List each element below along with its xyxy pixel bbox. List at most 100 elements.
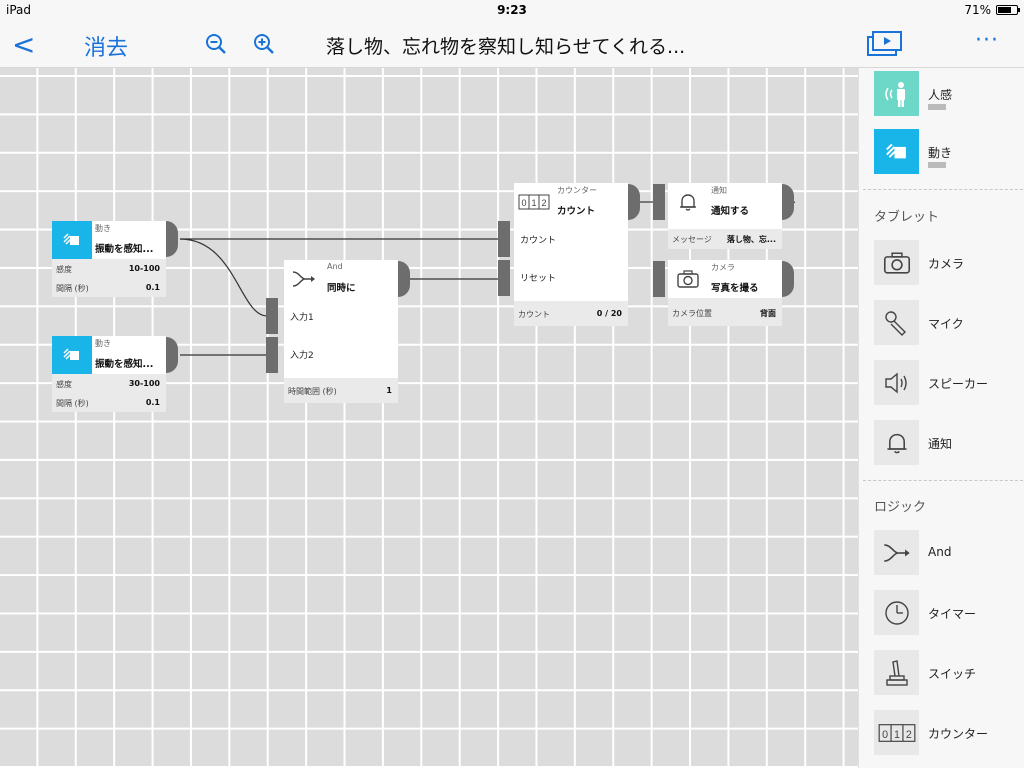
motion-icon: [874, 129, 919, 174]
palette-item-notification[interactable]: 通知: [874, 420, 1024, 466]
palette-item-camera[interactable]: カメラ: [874, 240, 1024, 286]
node-name: 通知する: [711, 206, 750, 217]
section-logic: ロジック: [874, 500, 927, 515]
device-label: iPad: [6, 3, 32, 17]
node-and[interactable]: And 同時に 入力1 入力2 時間範囲 (秒)1: [284, 260, 398, 403]
node-camera[interactable]: カメラ 写真を撮る カメラ位置 背面: [668, 260, 782, 326]
node-notify[interactable]: 通知 通知する メッセージ落し物、忘...: [668, 183, 782, 249]
param-value: 0.1: [145, 398, 160, 407]
palette-label: 通知: [928, 437, 953, 451]
palette-item-speaker[interactable]: スピーカー: [874, 360, 1024, 406]
back-chevron-icon[interactable]: <: [12, 28, 36, 61]
and-icon: [874, 530, 919, 575]
section-tablet: タブレット: [874, 210, 940, 225]
node-category: 動き: [95, 339, 111, 348]
svg-text:1: 1: [531, 198, 536, 208]
divider: [863, 480, 1023, 481]
param-row: カメラ位置 背面: [672, 308, 776, 319]
node-category: カメラ: [711, 263, 735, 272]
bell-icon: [668, 183, 708, 221]
input-port[interactable]: [653, 184, 665, 220]
param-value: 背面: [760, 309, 776, 318]
zoom-out-icon[interactable]: [204, 32, 228, 60]
param-value: 0 / 20: [596, 309, 622, 318]
node-category: カウンター: [557, 186, 597, 195]
node-name: カウント: [557, 206, 596, 217]
input-label: リセット: [520, 274, 557, 284]
param-label: 時間範囲 (秒): [288, 387, 337, 396]
palette-item-microphone[interactable]: マイク: [874, 300, 1024, 346]
node-params: メッセージ落し物、忘...: [668, 229, 782, 249]
node-name: 振動を感知...: [95, 359, 154, 370]
input-port[interactable]: [498, 260, 510, 296]
node-name: 振動を感知...: [95, 244, 154, 255]
node-name: 写真を撮る: [711, 283, 759, 294]
palette-item-and[interactable]: And: [874, 530, 1024, 576]
param-row: 感度 10-100: [56, 264, 160, 275]
param-row: メッセージ落し物、忘...: [672, 234, 776, 245]
output-port[interactable]: [782, 261, 794, 297]
battery-icon: [996, 5, 1020, 15]
timer-icon: [874, 590, 919, 635]
palette-sidebar[interactable]: 人感 動き タブレット カメラ マイク スピーカー 通知 ロジック: [858, 68, 1024, 768]
param-row: 時間範囲 (秒)1: [288, 386, 392, 397]
palette-label: 動き: [928, 146, 953, 160]
svg-text:1: 1: [894, 728, 900, 740]
input-port[interactable]: [266, 337, 278, 373]
node-params: カメラ位置 背面: [668, 298, 782, 326]
palette-item-human-sensor[interactable]: 人感: [874, 71, 1024, 117]
node-params: 感度 10-100 間隔 (秒) 0.1: [52, 259, 166, 297]
param-row: 間隔 (秒)0.1: [56, 398, 160, 409]
input-port[interactable]: [266, 298, 278, 334]
more-icon[interactable]: ···: [975, 28, 999, 53]
param-label: 間隔 (秒): [56, 284, 89, 293]
node-category: 通知: [711, 186, 727, 195]
wire-motion1-and: [179, 238, 268, 317]
palette-item-timer[interactable]: タイマー: [874, 590, 1024, 636]
bell-icon: [874, 420, 919, 465]
output-port[interactable]: [782, 184, 794, 220]
output-port[interactable]: [398, 261, 410, 297]
wires: [179, 201, 796, 356]
param-label: カメラ位置: [672, 309, 712, 318]
node-name: 同時に: [327, 283, 356, 294]
param-label: 感度: [56, 265, 72, 274]
input-port[interactable]: [653, 261, 665, 297]
palette-item-motion[interactable]: 動き: [874, 129, 1024, 175]
status-right: 71%: [964, 3, 1020, 17]
palette-label: カウンター: [928, 727, 989, 741]
battery-indicator: [928, 104, 946, 110]
node-category: And: [327, 262, 343, 271]
erase-button[interactable]: 消去: [84, 36, 129, 61]
output-port[interactable]: [166, 221, 178, 257]
param-label: 感度: [56, 380, 72, 389]
page-title[interactable]: 落し物、忘れ物を察知し知らせてくれる...: [326, 36, 686, 58]
output-port[interactable]: [166, 337, 178, 373]
divider: [863, 189, 1023, 190]
zoom-in-icon[interactable]: [252, 32, 276, 60]
switch-icon: [874, 650, 919, 695]
node-params: 時間範囲 (秒)1: [284, 378, 398, 403]
output-port[interactable]: [628, 184, 640, 220]
palette-item-switch[interactable]: スイッチ: [874, 650, 1024, 696]
present-icon[interactable]: [866, 30, 904, 62]
palette-label: And: [928, 545, 952, 559]
palette-label: カメラ: [928, 257, 965, 271]
input-port[interactable]: [498, 221, 510, 257]
camera-icon: [668, 260, 708, 298]
param-value: 0.1: [145, 283, 160, 292]
param-value: 10-100: [128, 264, 160, 273]
toolbar: < 消去 落し物、忘れ物を察知し知らせてくれる... ···: [0, 20, 1024, 68]
clock: 9:23: [497, 3, 527, 17]
battery-indicator: [928, 162, 946, 168]
